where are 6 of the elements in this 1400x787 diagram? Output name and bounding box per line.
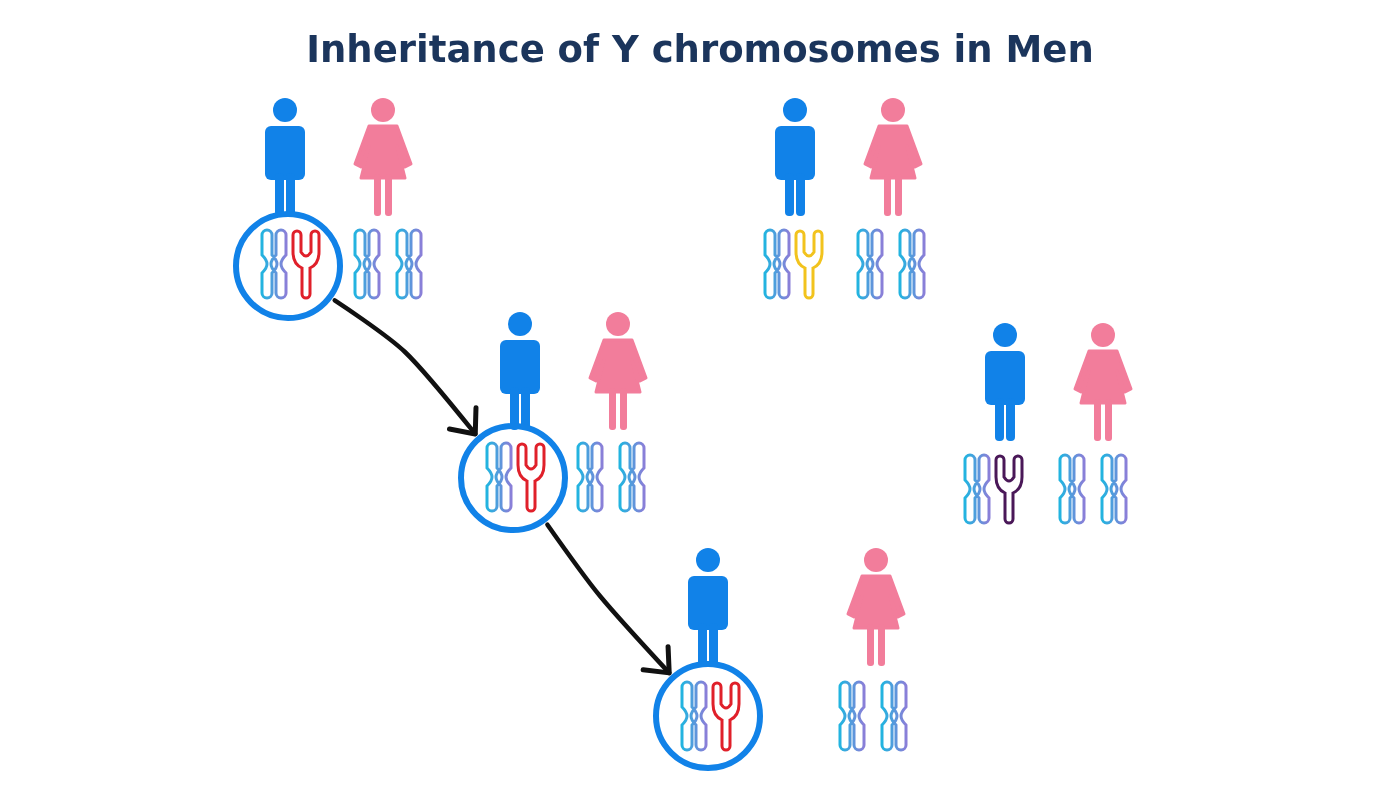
title: Inheritance of Y chromosomes in Men — [306, 28, 1094, 71]
arrow — [545, 522, 672, 676]
highlight-circle — [233, 211, 343, 321]
highlight-circle — [653, 661, 763, 771]
arrow — [332, 298, 479, 437]
highlight-circle — [458, 423, 568, 533]
